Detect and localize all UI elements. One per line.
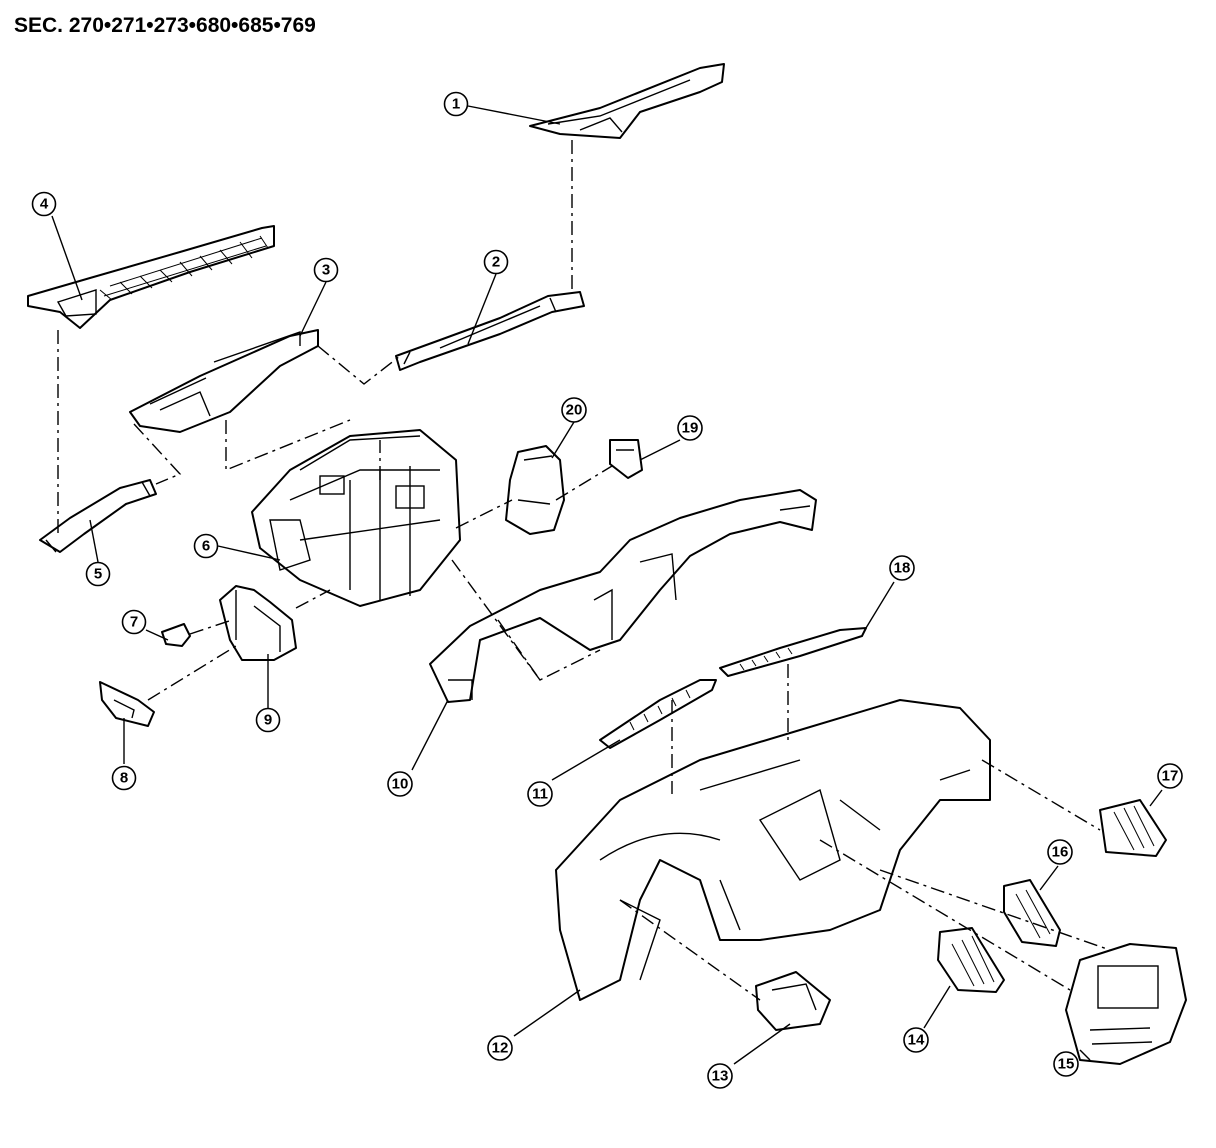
part-7-clip [161, 623, 191, 647]
callout-16-label: 16 [1052, 844, 1069, 861]
callout-4-label: 4 [40, 196, 49, 213]
part-12-instrument-panel [555, 699, 991, 1001]
callout-13-label: 13 [712, 1068, 729, 1085]
part-18-defroster-grille [719, 627, 867, 677]
part-13-side-vent [755, 971, 831, 1031]
callout-11-label: 11 [532, 786, 548, 803]
callout-5-label: 5 [94, 566, 102, 583]
callout-8-label: 8 [120, 770, 128, 787]
part-5-side-duct [39, 479, 157, 553]
leader-lines [51, 105, 1163, 1065]
callout-17-label: 17 [1162, 768, 1179, 785]
callout-20-label: 20 [566, 402, 583, 419]
callout-17: 17 [1157, 763, 1183, 789]
part-11-defroster-grille [599, 679, 717, 749]
callout-1: 1 [443, 91, 469, 117]
callout-3: 3 [313, 257, 339, 283]
part-1-defroster-duct-upper [529, 63, 725, 139]
part-17-side-vent [1099, 799, 1167, 857]
callout-19: 19 [677, 415, 703, 441]
callout-15-label: 15 [1058, 1056, 1075, 1073]
part-9-bracket [219, 585, 297, 661]
callout-11: 11 [527, 781, 553, 807]
callout-2-label: 2 [492, 254, 500, 271]
callout-14-label: 14 [908, 1032, 925, 1049]
callout-10-label: 10 [392, 776, 409, 793]
part-15-cluster-finisher [1065, 943, 1187, 1065]
callout-18-label: 18 [894, 560, 911, 577]
part-3-defroster-nozzle [129, 329, 319, 433]
callout-6: 6 [193, 533, 219, 559]
callout-7: 7 [121, 609, 147, 635]
callout-12: 12 [487, 1035, 513, 1061]
callout-6-label: 6 [202, 538, 210, 555]
part-8-vent [99, 681, 155, 727]
callout-2: 2 [483, 249, 509, 275]
part-10-ventilator-duct [429, 489, 817, 703]
callout-5: 5 [85, 561, 111, 587]
callout-16: 16 [1047, 839, 1073, 865]
callout-9: 9 [255, 707, 281, 733]
callout-19-label: 19 [682, 420, 699, 437]
callout-14: 14 [903, 1027, 929, 1053]
callout-4: 4 [31, 191, 57, 217]
part-4-defroster-grille [27, 225, 275, 329]
callout-1-label: 1 [452, 96, 460, 113]
section-title: SEC. 270•271•273•680•685•769 [14, 14, 316, 37]
callout-8: 8 [111, 765, 137, 791]
callout-15: 15 [1053, 1051, 1079, 1077]
callout-10: 10 [387, 771, 413, 797]
callout-12-label: 12 [492, 1040, 509, 1057]
callout-3-label: 3 [322, 262, 330, 279]
callout-20: 20 [561, 397, 587, 423]
callout-9-label: 9 [264, 712, 272, 729]
callout-13: 13 [707, 1063, 733, 1089]
callout-18: 18 [889, 555, 915, 581]
callout-7-label: 7 [130, 614, 138, 631]
part-19-bracket [609, 439, 643, 479]
part-6-heater-and-cooling-unit [251, 429, 461, 607]
alignment-lines [57, 140, 1111, 1001]
part-14-center-vent [937, 927, 1005, 993]
part-16-center-vent [1003, 879, 1061, 947]
part-2-side-ventilator-duct [395, 291, 585, 371]
part-20-duct [505, 445, 565, 535]
